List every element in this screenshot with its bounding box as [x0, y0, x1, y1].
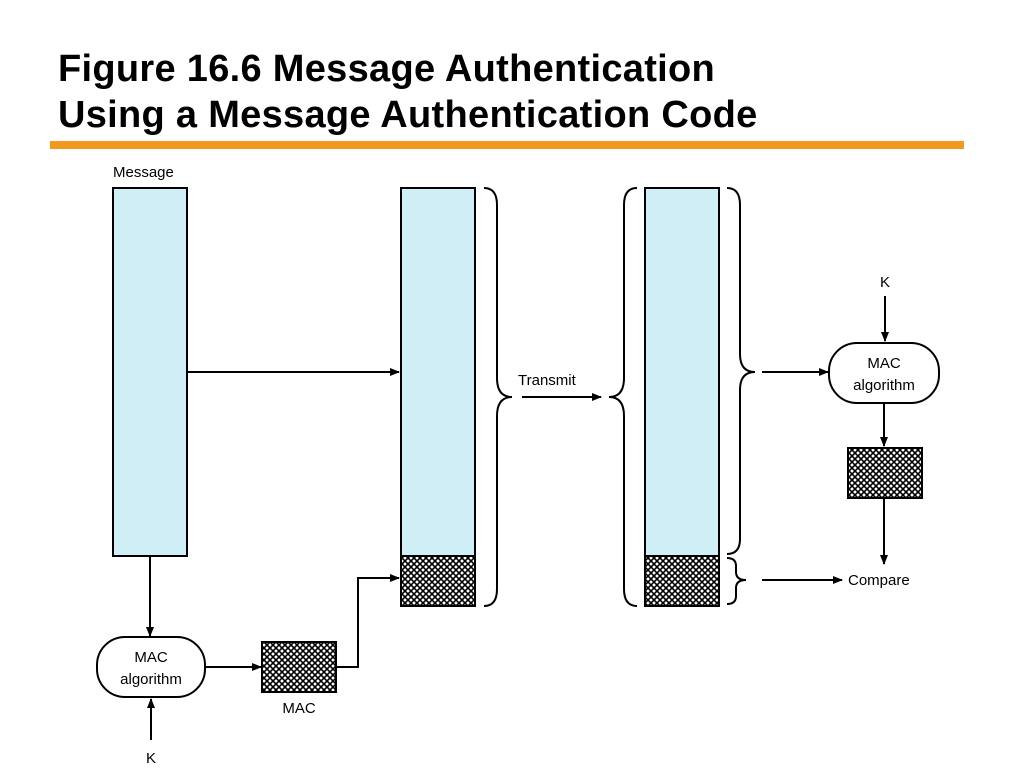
- transmitted-message-block: [400, 187, 476, 557]
- mac-to-append-arrow: [336, 574, 400, 668]
- receiver-mac-algorithm-line2: algorithm: [853, 377, 915, 394]
- receiver-left-brace: [608, 187, 638, 607]
- sender-mac-algorithm-box: [96, 636, 206, 698]
- transmit-label: Transmit: [518, 372, 577, 389]
- sender-mac-algorithm-line2: algorithm: [120, 671, 182, 688]
- computed-mac-block: [847, 447, 923, 499]
- received-mac-block: [644, 555, 720, 607]
- sender-mac-algorithm-line1: MAC: [134, 649, 168, 666]
- sender-mac-block: [261, 641, 337, 693]
- sender-right-brace: [483, 187, 513, 607]
- sender-message-block: [112, 187, 188, 557]
- received-mac-brace: [726, 557, 747, 605]
- receiver-mac-algorithm-box: [828, 342, 940, 404]
- title-underline: [50, 141, 964, 149]
- receiver-key-label: K: [880, 274, 890, 291]
- title-line-1: Figure 16.6 Message Authentication: [58, 48, 716, 90]
- receiver-mac-algorithm-line1: MAC: [867, 355, 901, 372]
- mac-label: MAC: [282, 700, 316, 717]
- received-message-block: [644, 187, 720, 557]
- sender-key-label: K: [146, 750, 156, 767]
- received-message-brace: [726, 187, 756, 555]
- transmitted-mac-block: [400, 555, 476, 607]
- title-line-2: Using a Message Authentication Code: [58, 94, 758, 136]
- compare-label: Compare: [848, 572, 910, 589]
- slide-title: Figure 16.6 Message Authentication Using…: [58, 46, 978, 138]
- message-label: Message: [113, 164, 174, 181]
